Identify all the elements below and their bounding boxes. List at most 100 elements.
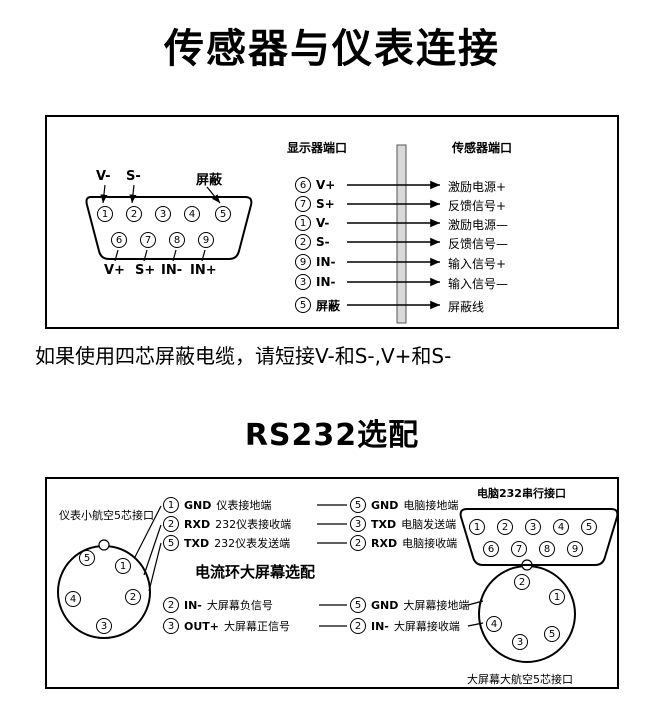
rs232-row-1-left: 1 GND 仪表接地端 [163,496,271,514]
pin-label-arrows [100,184,221,262]
instrument-connector-label: 仪表小航空5芯接口 [59,509,154,522]
db9b-pin-5: 5 [581,519,597,535]
computer-port-label: 电脑232串行接口 [477,487,566,500]
sensor-wiring-diagram: 显示器端口 传感器端口 V- S- 屏蔽 V+ S+ IN- IN+ 1 2 3… [45,115,619,329]
target-label-3: 激励电源— [448,218,509,232]
db9-pin-3: 3 [155,206,171,222]
left-circle-pin-1: 1 [115,558,131,574]
signal-desc: 电脑接收端 [402,537,458,550]
rs232-row-3-left: 5 TXD 232仪表发送端 [163,534,290,552]
target-label-5: 输入信号+ [448,257,507,271]
signal-name: S+ [316,197,335,211]
pin-number: 3 [163,618,179,634]
right-circle-pin-5: 5 [544,626,560,642]
target-label-7: 屏蔽线 [448,300,485,314]
signal-desc: 大屏幕接收端 [393,620,460,633]
shield-cable-note: 如果使用四芯屏蔽电缆，请短接V-和S-,V+和S- [35,344,452,368]
signal-name: IN- [316,255,336,269]
signal-desc: 大屏幕负信号 [206,599,273,612]
pin-number: 2 [163,516,179,532]
db9-connector-outline-2 [459,508,617,566]
signal-name: GND [371,498,399,512]
left-circle-pin-5: 5 [79,550,95,566]
right-circle-pin-2: 2 [514,574,530,590]
label-shield: 屏蔽 [196,173,223,188]
signal-desc: 大屏幕正信号 [224,620,291,633]
wiring-row-2: 7 S+ [295,195,335,213]
db9-pin-2: 2 [126,206,142,222]
signal-desc: 电脑接地端 [403,499,459,512]
rs232-section-title: RS232选配 [244,418,420,453]
page-title: 传感器与仪表连接 [164,26,500,72]
left-circle-pin-2: 2 [125,589,141,605]
signal-name: RXD [371,536,398,550]
signal-name: V+ [316,178,336,192]
db9b-pin-4: 4 [553,519,569,535]
bigscreen-connector-label: 大屏幕大航空5芯接口 [467,673,573,686]
right-circle-pin-4: 4 [486,616,502,632]
label-in-plus: IN+ [190,263,217,278]
rs232-diagram: 仪表小航空5芯接口 电脑232串行接口 大屏幕大航空5芯接口 电流环大屏幕选配 … [45,477,619,689]
rs232-row-3-right: 2 RXD 电脑接收端 [350,534,457,552]
signal-desc: 大屏幕接地端 [403,599,470,612]
pin-number: 2 [295,234,311,250]
signal-name: 屏蔽 [316,298,341,313]
pin-number: 5 [295,297,311,313]
wiring-row-3: 1 V- [295,214,329,232]
label-v-plus: V+ [104,263,125,278]
pin-number: 2 [163,597,179,613]
rs232-row-2-right: 3 TXD 电脑发送端 [350,515,456,533]
label-in-minus: IN- [161,263,183,278]
wiring-row-5: 9 IN- [295,253,336,271]
display-port-header: 显示器端口 [287,141,348,155]
db9-pin-8: 8 [169,232,185,248]
signal-name: V- [316,216,330,230]
connection-lines [347,180,440,310]
db9-pin-5: 5 [215,206,231,222]
db9-pin-1: 1 [97,206,113,222]
right-circle-pin-1: 1 [549,589,565,605]
pin-number: 7 [295,196,311,212]
current-loop-title: 电流环大屏幕选配 [195,563,316,581]
keyway-notch-right [521,559,533,571]
signal-name: IN- [184,598,202,612]
db9b-pin-7: 7 [511,541,527,557]
signal-name: GND [184,498,212,512]
db9b-pin-8: 8 [539,541,555,557]
pin-number: 5 [350,597,366,613]
left-circle-pin-4: 4 [65,591,81,607]
pin-number: 6 [295,177,311,193]
signal-name: S- [316,235,330,249]
signal-name: TXD [184,536,210,550]
pin-number: 2 [350,618,366,634]
signal-name: IN- [371,619,389,633]
wiring-row-6: 3 IN- [295,273,336,291]
loop-row-2-left: 3 OUT+ 大屏幕正信号 [163,617,290,635]
target-label-6: 输入信号— [448,277,509,291]
signal-name: IN- [316,275,336,289]
sensor-port-header: 传感器端口 [452,141,513,155]
pin-number: 1 [163,497,179,513]
target-label-2: 反馈信号+ [448,199,507,213]
signal-desc: 电脑发送端 [401,518,457,531]
wiring-row-7: 5 屏蔽 [295,296,340,314]
wiring-row-1: 6 V+ [295,176,335,194]
db9-pin-4: 4 [184,206,200,222]
pin-number: 3 [350,516,366,532]
label-v-minus: V- [96,169,111,184]
db9-pin-9: 9 [198,232,214,248]
rs232-row-1-right: 5 GND 电脑接地端 [350,496,458,514]
loop-row-1-right: 5 GND 大屏幕接地端 [350,596,469,614]
signal-desc: 232仪表发送端 [214,537,291,550]
db9b-pin-2: 2 [497,519,513,535]
left-circle-pin-3: 3 [96,618,112,634]
db9b-pin-1: 1 [469,519,485,535]
db9-pin-6: 6 [111,232,127,248]
loop-row-2-right: 2 IN- 大屏幕接收端 [350,617,460,635]
cable-bar [396,144,407,324]
db9b-pin-3: 3 [525,519,541,535]
label-s-minus: S- [126,169,141,184]
label-s-plus: S+ [135,263,156,278]
db9b-pin-9: 9 [567,541,583,557]
